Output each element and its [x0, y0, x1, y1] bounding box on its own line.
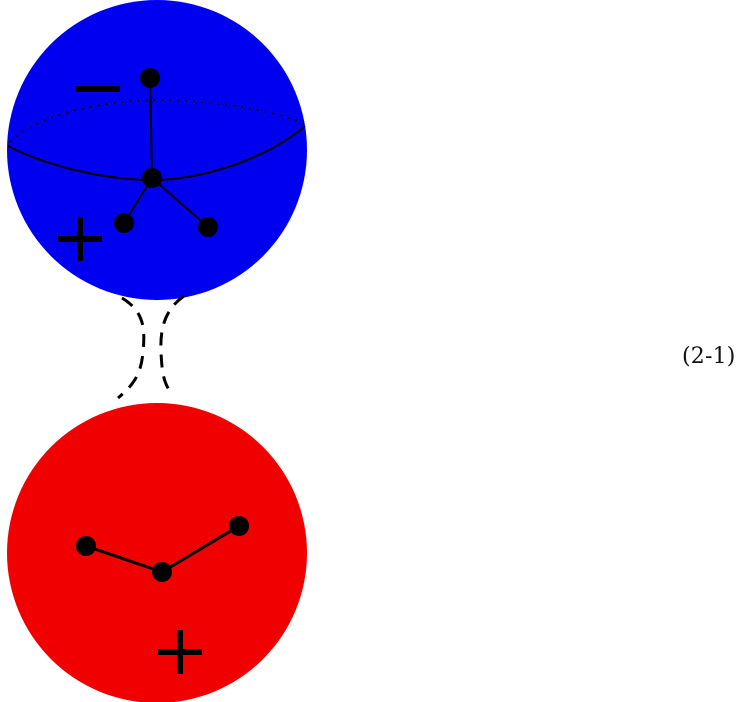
bottom-molecule: + — [7, 403, 307, 702]
equation-number: (2-1) — [682, 344, 736, 369]
atom — [76, 536, 96, 556]
top-molecule: − + — [7, 0, 307, 300]
bond — [149, 77, 153, 179]
positive-charge-sign: + — [158, 630, 202, 674]
negative-charge-sign: − — [76, 86, 120, 92]
bottom-sphere — [7, 403, 307, 702]
top-sphere — [7, 0, 307, 300]
dashed-link-left — [117, 296, 146, 400]
dashed-link — [117, 294, 185, 400]
atom — [140, 68, 160, 88]
positive-charge-sign: + — [58, 217, 102, 261]
atom — [198, 217, 218, 237]
atom — [114, 213, 134, 233]
dashed-link-right — [159, 294, 185, 395]
bond — [161, 524, 240, 574]
bond — [85, 544, 163, 574]
atom-center — [152, 562, 172, 582]
atom-center — [142, 168, 162, 188]
bond — [151, 177, 209, 228]
atom — [229, 516, 249, 536]
